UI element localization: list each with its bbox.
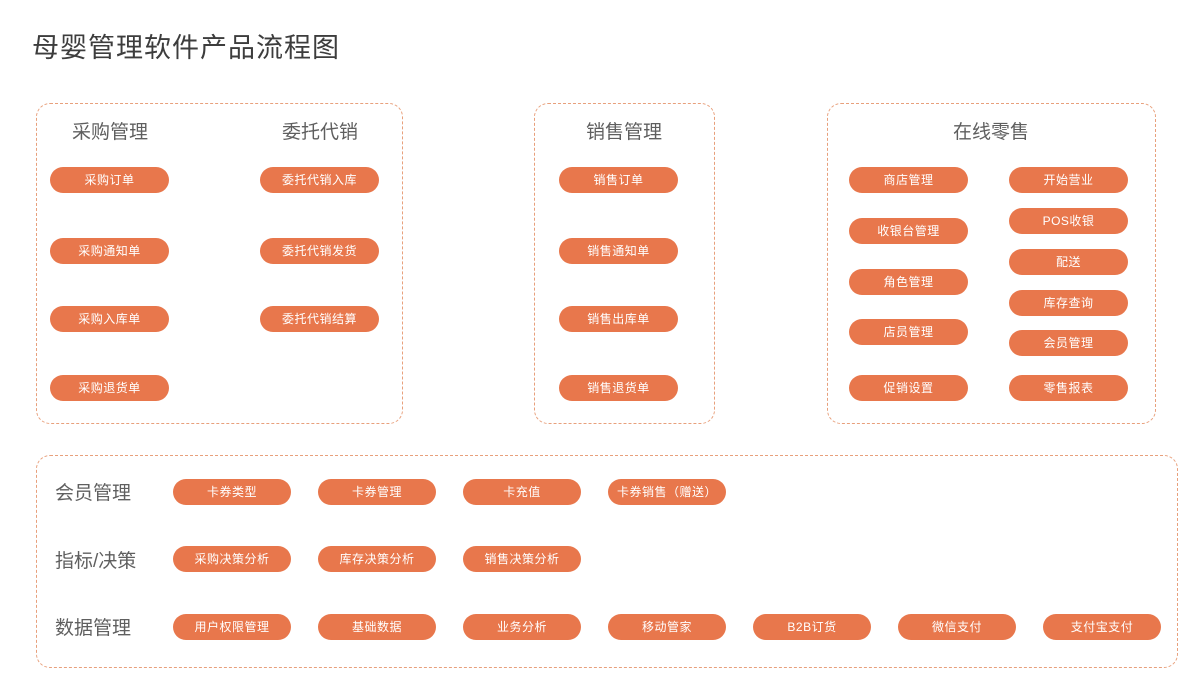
pill-pos-checkout[interactable]: POS收银 (1009, 208, 1128, 234)
pill-cashier-desk-management[interactable]: 收银台管理 (849, 218, 968, 244)
pill-sales-notice[interactable]: 销售通知单 (559, 238, 678, 264)
pill-member-management-retail[interactable]: 会员管理 (1009, 330, 1128, 356)
pill-business-analysis[interactable]: 业务分析 (463, 614, 581, 640)
pill-procurement-order[interactable]: 采购订单 (50, 167, 169, 193)
pill-store-management[interactable]: 商店管理 (849, 167, 968, 193)
pill-consignment-inbound[interactable]: 委托代销入库 (260, 167, 379, 193)
pill-delivery[interactable]: 配送 (1009, 249, 1128, 275)
pill-sales-decision-analysis[interactable]: 销售决策分析 (463, 546, 581, 572)
pill-alipay[interactable]: 支付宝支付 (1043, 614, 1161, 640)
row-label-member-management: 会员管理 (55, 483, 132, 504)
panel-title-sales: 销售管理 (585, 122, 662, 143)
page-title: 母婴管理软件产品流程图 (32, 33, 340, 63)
pill-procurement-decision-analysis[interactable]: 采购决策分析 (173, 546, 291, 572)
pill-clerk-management[interactable]: 店员管理 (849, 319, 968, 345)
pill-open-business[interactable]: 开始营业 (1009, 167, 1128, 193)
pill-card-management[interactable]: 卡券管理 (318, 479, 436, 505)
pill-sales-return[interactable]: 销售退货单 (559, 375, 678, 401)
pill-procurement-return[interactable]: 采购退货单 (50, 375, 169, 401)
pill-card-recharge[interactable]: 卡充值 (463, 479, 581, 505)
pill-basic-data[interactable]: 基础数据 (318, 614, 436, 640)
pill-user-permission-management[interactable]: 用户权限管理 (173, 614, 291, 640)
panel-title-procurement: 采购管理 (71, 122, 148, 143)
pill-promotion-settings[interactable]: 促销设置 (849, 375, 968, 401)
pill-sales-outbound[interactable]: 销售出库单 (559, 306, 678, 332)
pill-card-type[interactable]: 卡券类型 (173, 479, 291, 505)
pill-inventory-query[interactable]: 库存查询 (1009, 290, 1128, 316)
pill-procurement-inbound[interactable]: 采购入库单 (50, 306, 169, 332)
panel-title-consignment: 委托代销 (281, 122, 358, 143)
pill-procurement-notice[interactable]: 采购通知单 (50, 238, 169, 264)
pill-sales-order[interactable]: 销售订单 (559, 167, 678, 193)
row-label-data-management: 数据管理 (55, 618, 132, 639)
pill-wechat-pay[interactable]: 微信支付 (898, 614, 1016, 640)
pill-card-sales-gift[interactable]: 卡券销售（赠送） (608, 479, 726, 505)
pill-consignment-shipment[interactable]: 委托代销发货 (260, 238, 379, 264)
pill-b2b-ordering[interactable]: B2B订货 (753, 614, 871, 640)
pill-mobile-steward[interactable]: 移动管家 (608, 614, 726, 640)
pill-role-management[interactable]: 角色管理 (849, 269, 968, 295)
pill-inventory-decision-analysis[interactable]: 库存决策分析 (318, 546, 436, 572)
panel-online-retail (827, 103, 1156, 424)
panel-bottom-modules (36, 455, 1178, 668)
panel-sales (534, 103, 715, 424)
pill-consignment-settlement[interactable]: 委托代销结算 (260, 306, 379, 332)
pill-retail-report[interactable]: 零售报表 (1009, 375, 1128, 401)
panel-procurement-consignment (36, 103, 403, 424)
row-label-metrics-decision: 指标/决策 (55, 551, 137, 572)
panel-title-online-retail: 在线零售 (952, 122, 1029, 143)
